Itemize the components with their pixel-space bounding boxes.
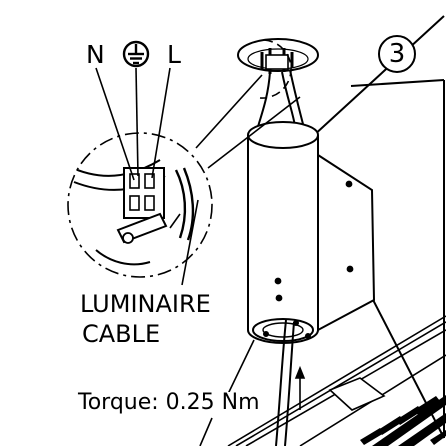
cylinder-body bbox=[247, 121, 319, 344]
cable-label-leader bbox=[181, 199, 199, 286]
detail-magnifier bbox=[67, 132, 213, 278]
louvre-grid bbox=[360, 395, 446, 446]
terminal-leaders bbox=[95, 67, 171, 181]
neutral-terminal-label: N bbox=[86, 40, 105, 69]
step-number-badge: 3 bbox=[378, 35, 416, 73]
detail-connector-lines bbox=[195, 39, 301, 169]
step-number: 3 bbox=[388, 39, 406, 69]
torque-label-leader-lower bbox=[199, 417, 213, 446]
luminaire-cable bbox=[275, 319, 295, 446]
cable-label-line1: LUMINAIRE bbox=[80, 290, 211, 318]
mounting-bracket bbox=[317, 153, 376, 332]
torque-label: Torque: 0.25 Nm bbox=[78, 390, 260, 415]
protective-earth-icon bbox=[122, 40, 150, 68]
torque-label-leader bbox=[227, 339, 255, 395]
live-terminal-label: L bbox=[167, 40, 181, 69]
ceiling-canopy bbox=[237, 38, 319, 141]
lower-track bbox=[227, 315, 446, 446]
cable-label-line2: CABLE bbox=[82, 320, 161, 348]
